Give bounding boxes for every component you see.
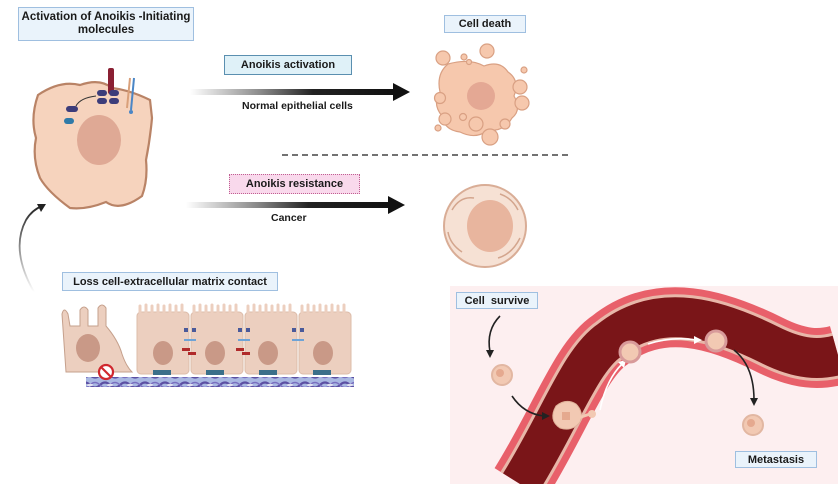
flow-arrow xyxy=(599,363,623,411)
nucleus-icon xyxy=(467,82,495,110)
title-line-1: Activation of Anoikis -Initiating xyxy=(21,11,191,23)
flow-arrow-head xyxy=(618,360,626,368)
flow-arrow-head xyxy=(694,336,702,344)
detached-epithelial-cell xyxy=(32,68,154,210)
detaching-cell xyxy=(61,304,134,373)
nucleus-icon xyxy=(77,115,121,165)
signaling-molecule-icon xyxy=(64,95,97,124)
cancer-cell-icon xyxy=(443,184,527,268)
apoptotic-cell-icon xyxy=(433,43,530,146)
intravasation-arrow-head xyxy=(542,412,550,420)
extracellular-matrix xyxy=(86,377,354,387)
invading-cell-icon xyxy=(552,400,596,430)
activation-arrow xyxy=(190,83,410,101)
flow-arrow xyxy=(647,337,697,345)
columnar-cells xyxy=(136,303,352,375)
cancer-caption: Cancer xyxy=(271,212,307,224)
receptor-icon xyxy=(97,68,119,104)
survive-arrow xyxy=(488,315,501,353)
cell-survive-label: Cell survive xyxy=(456,292,538,309)
intravasation-arrow xyxy=(511,395,545,417)
circulating-tumor-cell-icon xyxy=(618,340,642,364)
nucleus-icon xyxy=(467,200,513,252)
no-contact-icon xyxy=(97,363,115,381)
metastasis-label: Metastasis xyxy=(735,451,817,468)
nucleus-icon xyxy=(76,334,100,362)
resistance-arrow xyxy=(186,196,405,214)
return-arrow-head xyxy=(37,204,46,212)
ecm-loss-label: Loss cell-extracellular matrix contact xyxy=(62,272,278,291)
integrin-icon xyxy=(126,77,135,114)
extravasation-arrow xyxy=(733,349,755,401)
circulating-tumor-cell-icon xyxy=(704,329,728,353)
circulating-tumor-cell-icon xyxy=(491,364,513,386)
title-line-2: molecules xyxy=(77,24,135,36)
metastatic-cell-icon xyxy=(742,414,764,436)
survive-arrow-head xyxy=(486,350,494,358)
cell-death-label: Cell death xyxy=(444,15,526,33)
anoikis-resistance-label: Anoikis resistance xyxy=(229,174,360,194)
return-arrow xyxy=(18,205,43,293)
extravasation-arrow-head xyxy=(750,398,758,406)
epithelium-layer xyxy=(61,303,354,387)
title-label: Activation of Anoikis -Initiating molecu… xyxy=(18,7,194,41)
anoikis-activation-label: Anoikis activation xyxy=(224,55,352,75)
normal-epithelial-caption: Normal epithelial cells xyxy=(242,100,353,112)
